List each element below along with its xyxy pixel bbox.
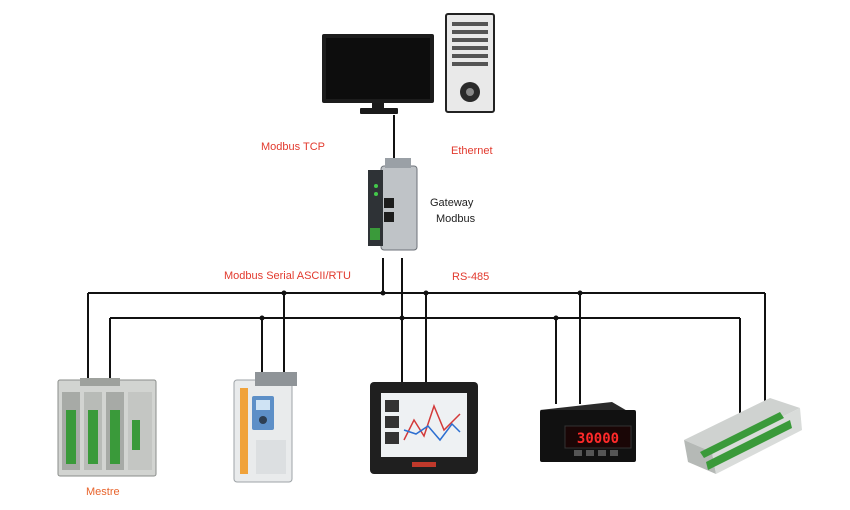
master-label: Mestre	[86, 486, 120, 498]
gateway-label-line2: Modbus	[436, 213, 476, 225]
rs485-label: RS-485	[452, 271, 490, 283]
pc-monitor	[322, 34, 434, 114]
frequency-drive	[233, 372, 297, 483]
hmi-panel	[370, 382, 478, 474]
modbus-serial-label: Modbus Serial ASCII/RTU	[224, 270, 351, 282]
bus-junctions	[259, 290, 583, 321]
gateway-label: Gateway	[430, 197, 474, 209]
panel-meter: 30000	[540, 402, 636, 462]
modbus-gateway	[368, 158, 418, 251]
pc-tower	[445, 13, 495, 113]
plc-master	[57, 378, 157, 477]
modbus-tcp-label: Modbus TCP	[261, 141, 325, 153]
ethernet-label: Ethernet	[451, 145, 493, 157]
io-module	[684, 398, 802, 474]
meter-readout: 30000	[577, 431, 619, 447]
